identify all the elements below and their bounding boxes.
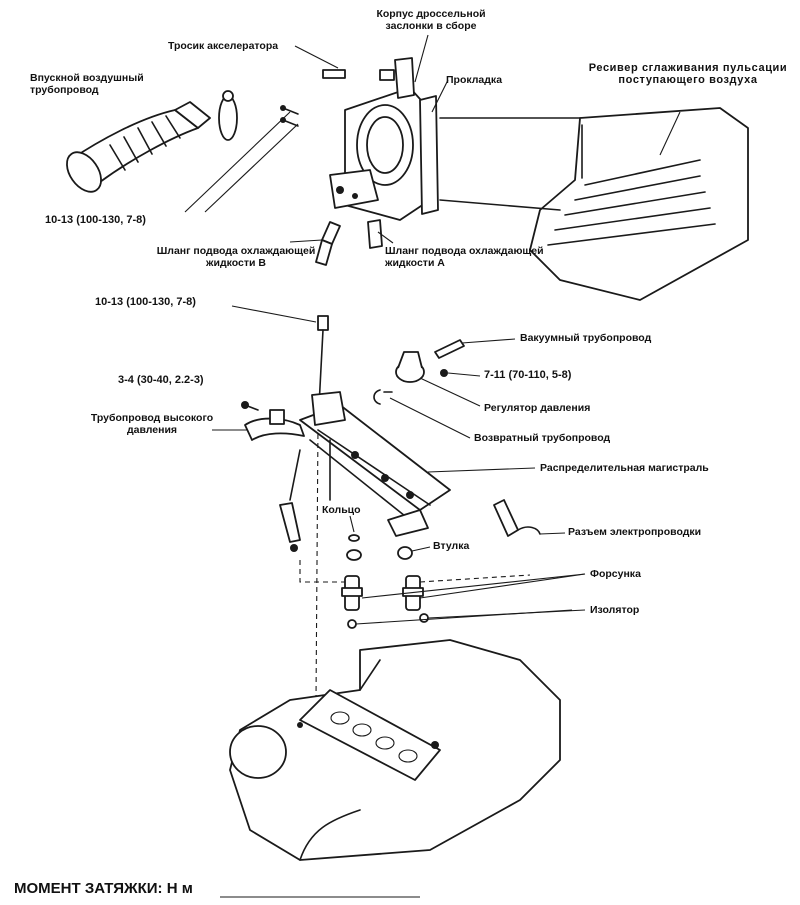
torque-spec-small: 3-4 (30-40, 2.2-3) [118, 374, 204, 386]
intake-air-duct-label: Впускной воздушный трубопровод [30, 72, 144, 96]
fuel-rail-part [289, 391, 451, 537]
accelerator-cable-label: Тросик акселератора [168, 40, 279, 52]
clamp-part [218, 90, 238, 141]
wiring-connector-label: Разъем электропроводки [568, 526, 702, 538]
intake-plenum-label: Ресивер сглаживания пульсации поступающе… [588, 62, 788, 86]
coolant-hose-a-part [367, 219, 383, 249]
o-ring-label: Кольцо [322, 504, 361, 516]
bushing-label: Втулка [433, 540, 470, 552]
throttle-body-label: Корпус дроссельной заслонки в сборе [376, 8, 486, 32]
intake-plenum-part [439, 107, 749, 301]
injector-guide-lines [299, 560, 531, 583]
intake-manifold-gasket-part [297, 689, 441, 781]
vacuum-line-part [434, 339, 465, 359]
coolant-hose-b-part [315, 221, 341, 266]
injector-left-part [341, 575, 363, 629]
throttle-body-part [329, 57, 439, 221]
leader-lines [184, 34, 681, 625]
bolt-pair-top [280, 105, 299, 127]
coolant-hose-a-label: Шланг подвода охлаждающей жидкости А [385, 245, 544, 269]
return-line-label: Возвратный трубопровод [474, 432, 611, 444]
injector-right-part [402, 575, 429, 623]
coolant-hose-b-label: Шланг подвода охлаждающей жидкости В [156, 245, 316, 269]
bolt-axis-line [315, 424, 319, 701]
insulator-label: Изолятор [590, 604, 640, 616]
gasket-label: Прокладка [446, 74, 503, 86]
accelerator-cable-part [322, 69, 395, 81]
injector-label: Форсунка [590, 568, 641, 580]
torque-units-caption: МОМЕНТ ЗАТЯЖКИ: Н м [14, 880, 193, 897]
bushing-part [397, 546, 413, 560]
intake-air-duct-part [66, 101, 211, 193]
vacuum-line-label: Вакуумный трубопровод [520, 332, 652, 344]
wiring-connector-left-part [279, 502, 301, 552]
torque-spec-regulator: 7-11 (70-110, 5-8) [484, 369, 572, 381]
high-pressure-line-label: Трубопровод высокого давления [90, 412, 214, 436]
pressure-regulator-label: Регулятор давления [484, 402, 591, 414]
torque-spec-top-left: 10-13 (100-130, 7-8) [45, 214, 146, 226]
wiring-connector-right-part [493, 499, 541, 537]
fuel-rail-label: Распределительная магистраль [540, 462, 709, 474]
pressure-regulator-part [373, 351, 448, 405]
small-bolt-part [241, 401, 259, 411]
high-pressure-line-part [244, 409, 305, 441]
torque-spec-mid-left: 10-13 (100-130, 7-8) [95, 296, 196, 308]
o-ring-part [346, 534, 362, 561]
